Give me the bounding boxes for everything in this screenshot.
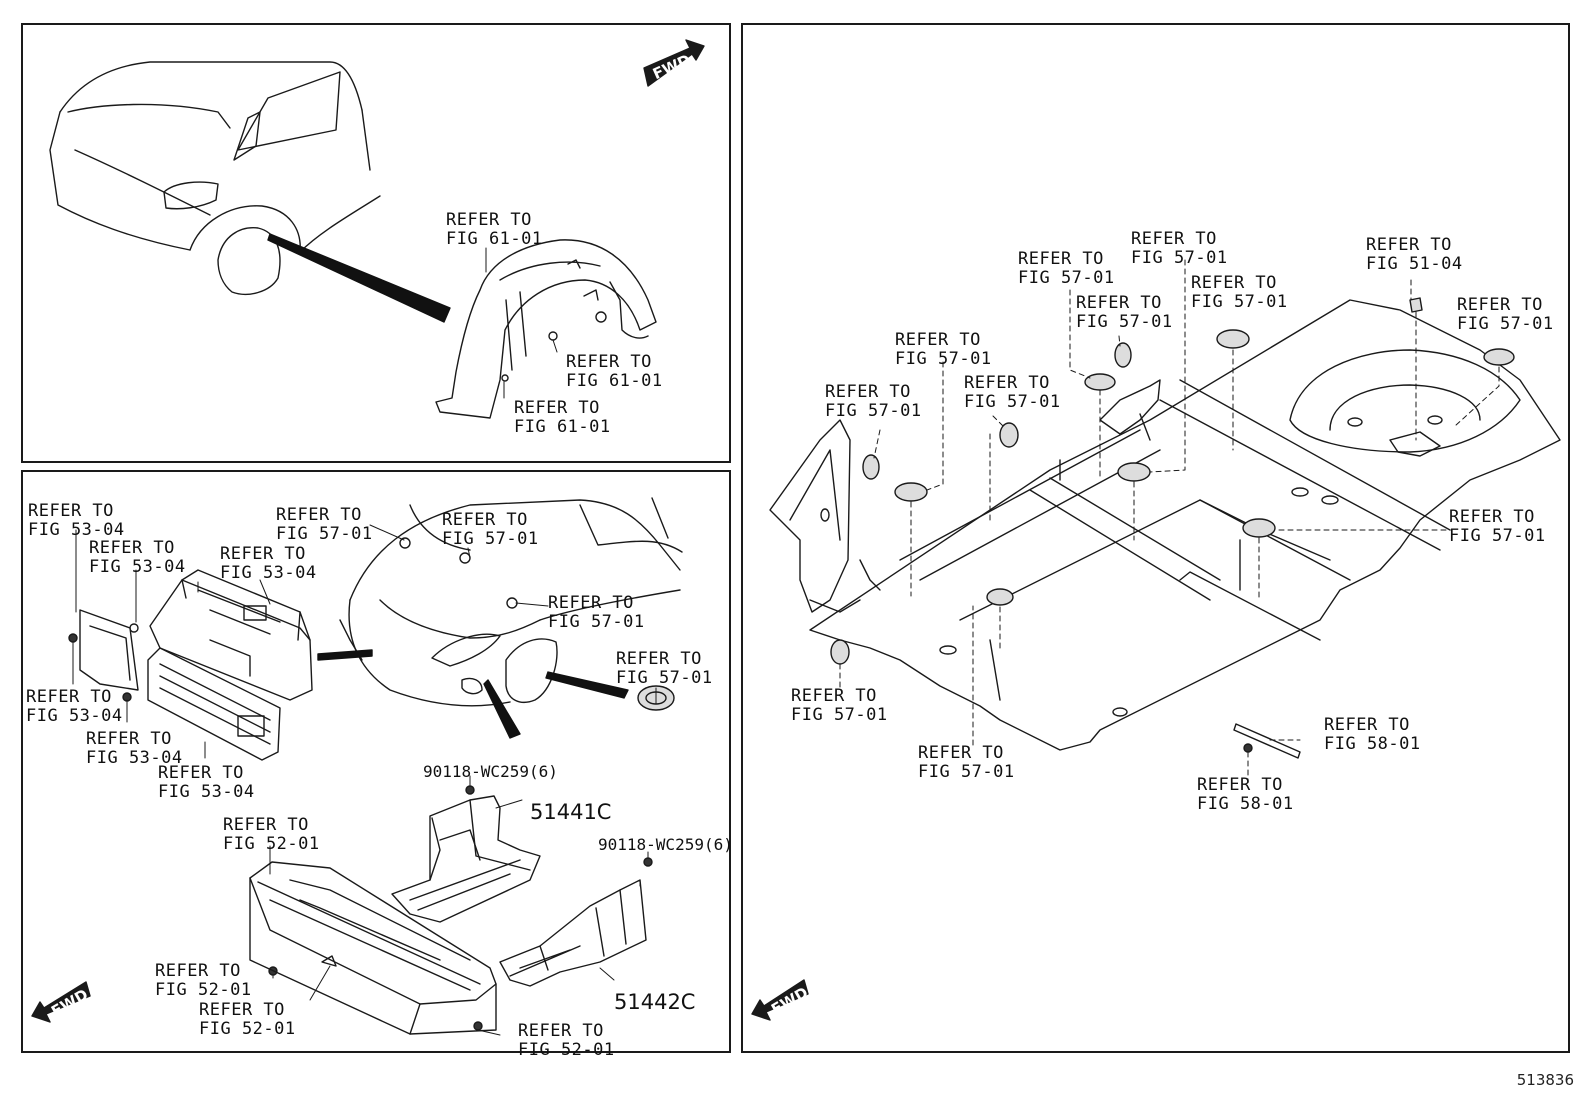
diagram-id: 513836 [1516,1071,1574,1089]
strut-rod-drawing [1233,723,1301,759]
car-front-sketch-top [49,61,381,296]
part-number-51441c[interactable]: 51441C [530,800,612,824]
zoom-pointer-grommet [545,671,629,699]
leader-lines-right [839,259,1500,783]
fwd-arrow-bottom-right-icon [751,979,809,1021]
bumper-reinforcement-drawing [149,569,313,701]
grille-drawing [147,647,281,761]
engine-undercover-front-drawing [249,861,497,1035]
part-number-bolt-90118-a[interactable]: 90118-WC259(6) [423,762,558,781]
zoom-pointer-under [483,679,521,739]
zoom-pointer-fender [267,233,451,323]
part-number-51442c[interactable]: 51442C [614,990,696,1014]
panel-floor-underbody [741,23,1570,1053]
fender-liner-drawing [435,239,657,419]
undercover-51442c-drawing [499,879,647,987]
fwd-arrow-bottom-left-icon [31,981,91,1023]
panel-fender-liner [21,23,731,463]
undercover-51441c-drawing [391,795,541,923]
fwd-arrow-top-right-icon [643,39,705,87]
zoom-pointer-bumper [317,649,373,661]
leader-lines-top [485,247,558,399]
part-number-bolt-90118-b[interactable]: 90118-WC259(6) [598,835,733,854]
side-panel-drawing [769,379,1161,613]
leader-lines-bottom-left [72,524,657,1036]
bracket-left-drawing [79,609,139,691]
grommets-right [830,297,1515,665]
